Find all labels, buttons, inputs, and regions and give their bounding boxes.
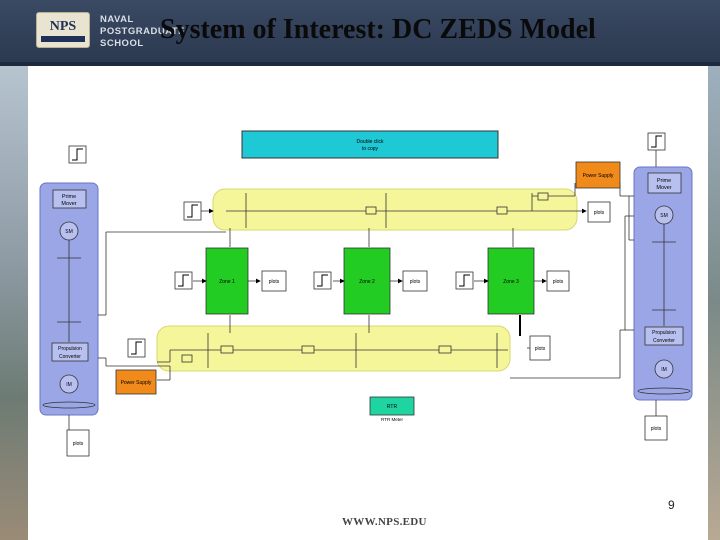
breaker-lower-3 [439,346,451,353]
prime-mover-right-line-1: Prime [657,178,671,184]
propulsion-right-line-1: Propulsion [652,330,676,336]
breaker-lower-2 [302,346,314,353]
propulsion-left-line-2: Converter [59,354,81,360]
prime-mover-left-line-2: Mover [61,201,76,207]
sm-left-label: SM [65,229,73,235]
plots-right-machine-label: plots [651,426,662,432]
plots-left-machine-label: plots [73,441,84,447]
prime-mover-left-line-1: Prime [62,194,76,200]
plots-zone1-label: plots [269,279,280,285]
breaker-upper-3 [538,193,548,200]
plots-upper-bus-label: plots [594,210,605,216]
propulsion-right-line-2: Converter [653,338,675,344]
copy-block-line-1: Double click [357,139,384,145]
zone-3-label: Zone 3 [503,279,519,285]
page-number: 9 [668,498,675,512]
rtr-meter-block-label: RTR [387,404,398,410]
breaker-upper-2 [497,207,507,214]
im-left-label: IM [66,382,72,388]
breaker-upper-1 [366,207,376,214]
plots-lower-bus-label: plots [535,346,546,352]
upper-bus [213,189,577,230]
breaker-lower-4 [182,355,192,362]
footer-url[interactable]: WWW.NPS.EDU [342,516,427,528]
zone-2-label: Zone 2 [359,279,375,285]
plots-zone2-label: plots [410,279,421,285]
sm-right-label: SM [660,213,668,219]
im-right-label: IM [661,367,667,373]
plots-zone3-label: plots [553,279,564,285]
zone-1-label: Zone 1 [219,279,235,285]
power-supply-left-label: Power Supply [121,380,152,386]
lower-bus [157,326,510,371]
prime-mover-right-line-2: Mover [656,185,671,191]
power-supply-right-label: Power Supply [583,173,614,179]
propulsion-left-line-1: Propulsion [58,346,82,352]
copy-block-line-2: to copy [362,146,379,152]
rtr-meter-caption: RTR Meter [381,417,403,422]
breaker-lower-1 [221,346,233,353]
